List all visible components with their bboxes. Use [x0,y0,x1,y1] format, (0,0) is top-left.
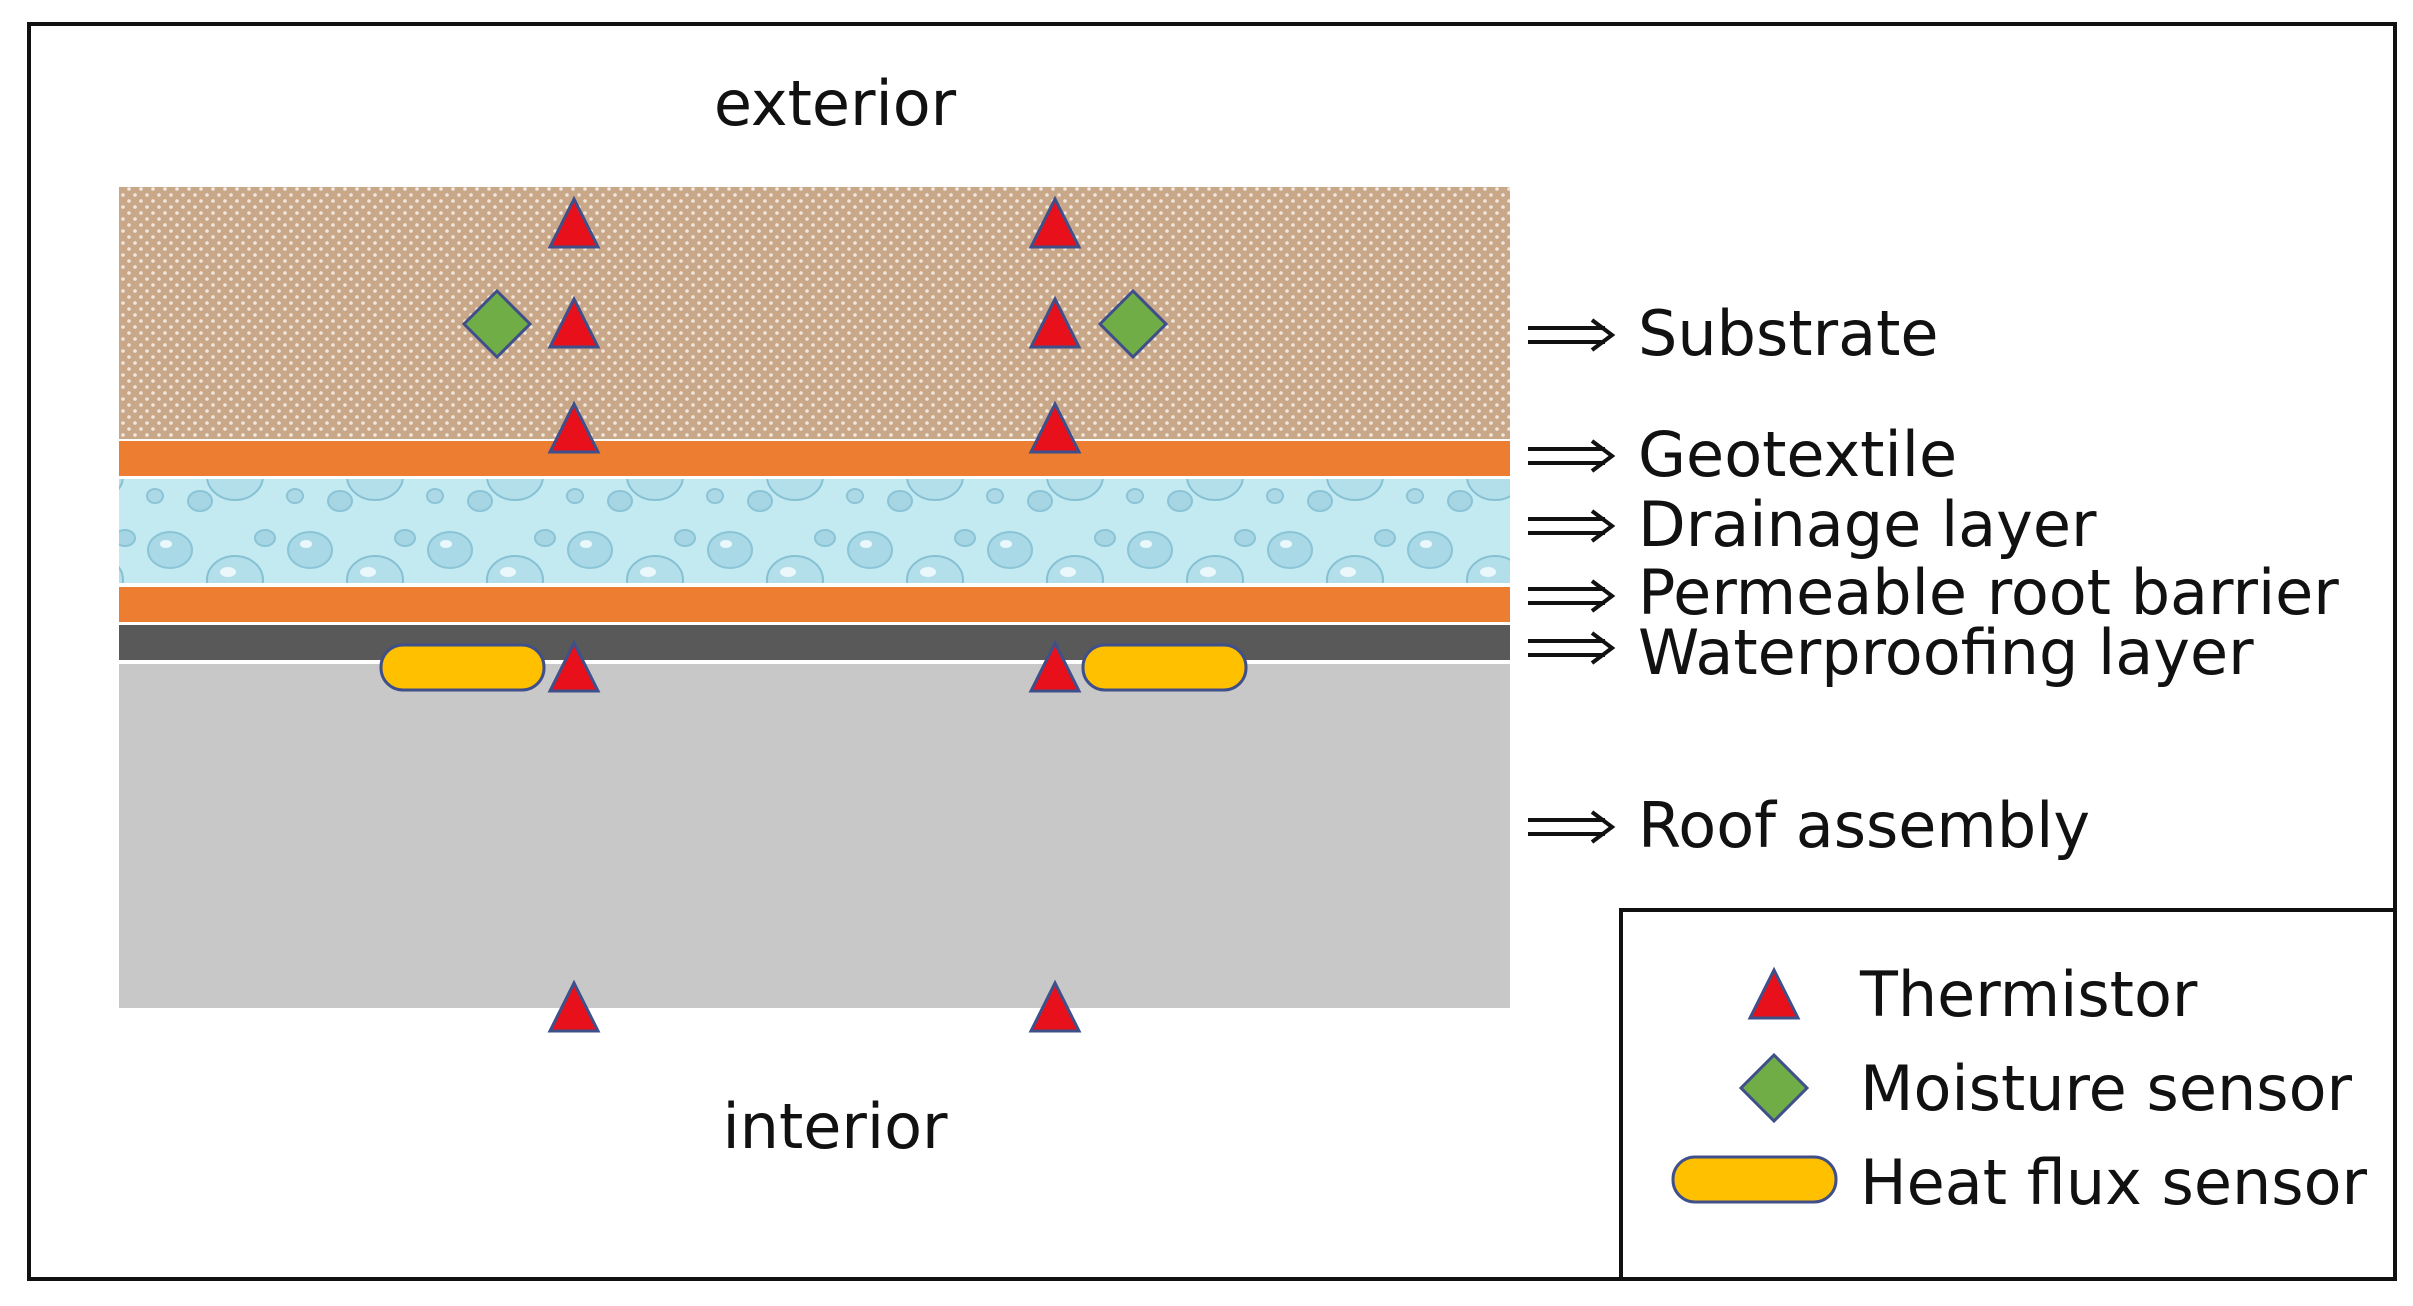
root-barrier-layer [119,587,1510,622]
thermistor-icon [547,195,601,249]
substrate-layer [119,187,1510,439]
legend-label-heat-flux: Heat flux sensor [1860,1146,2367,1219]
layer-label-geotextile: Geotextile [1638,418,1957,491]
sensors [379,195,1248,1033]
thermistor-icon [1028,639,1082,693]
thermistor-icon [1747,966,1801,1020]
thermistor-icon [1028,400,1082,454]
roof-assembly-layer [119,664,1510,1008]
layer-label-drainage: Drainage layer [1638,488,2097,561]
thermistor-icon [547,979,601,1033]
thermistor-icon [1028,195,1082,249]
layer-labels: Substrate Geotextile Drainage layer Perm… [1528,297,2339,862]
moisture-sensor-icon [1738,1052,1810,1124]
exterior-label: exterior [714,67,957,140]
layer-label-roof-assembly: Roof assembly [1638,789,2090,862]
thermistor-icon [1028,295,1082,349]
legend-label-moisture: Moisture sensor [1860,1052,2353,1125]
waterproofing-layer [119,625,1510,660]
moisture-sensor-icon [461,288,533,360]
heat-flux-sensor-icon [1081,643,1248,692]
drainage-layer [119,479,1510,583]
layer-label-waterproofing: Waterproofing layer [1638,616,2254,689]
layer-stack [119,187,1510,1008]
layer-label-root-barrier: Permeable root barrier [1638,556,2339,629]
thermistor-icon [547,639,601,693]
geotextile-layer [119,441,1510,476]
heat-flux-sensor-icon [379,643,546,692]
moisture-sensor-icon [1097,288,1169,360]
legend: Thermistor Moisture sensor Heat flux sen… [1619,908,2397,1281]
arrow-icon [1528,318,1616,844]
thermistor-icon [547,400,601,454]
interior-label: interior [722,1090,948,1163]
thermistor-icon [1028,979,1082,1033]
heat-flux-sensor-icon [1671,1155,1838,1204]
legend-label-thermistor: Thermistor [1859,958,2198,1031]
layer-label-substrate: Substrate [1638,297,1939,370]
thermistor-icon [547,295,601,349]
